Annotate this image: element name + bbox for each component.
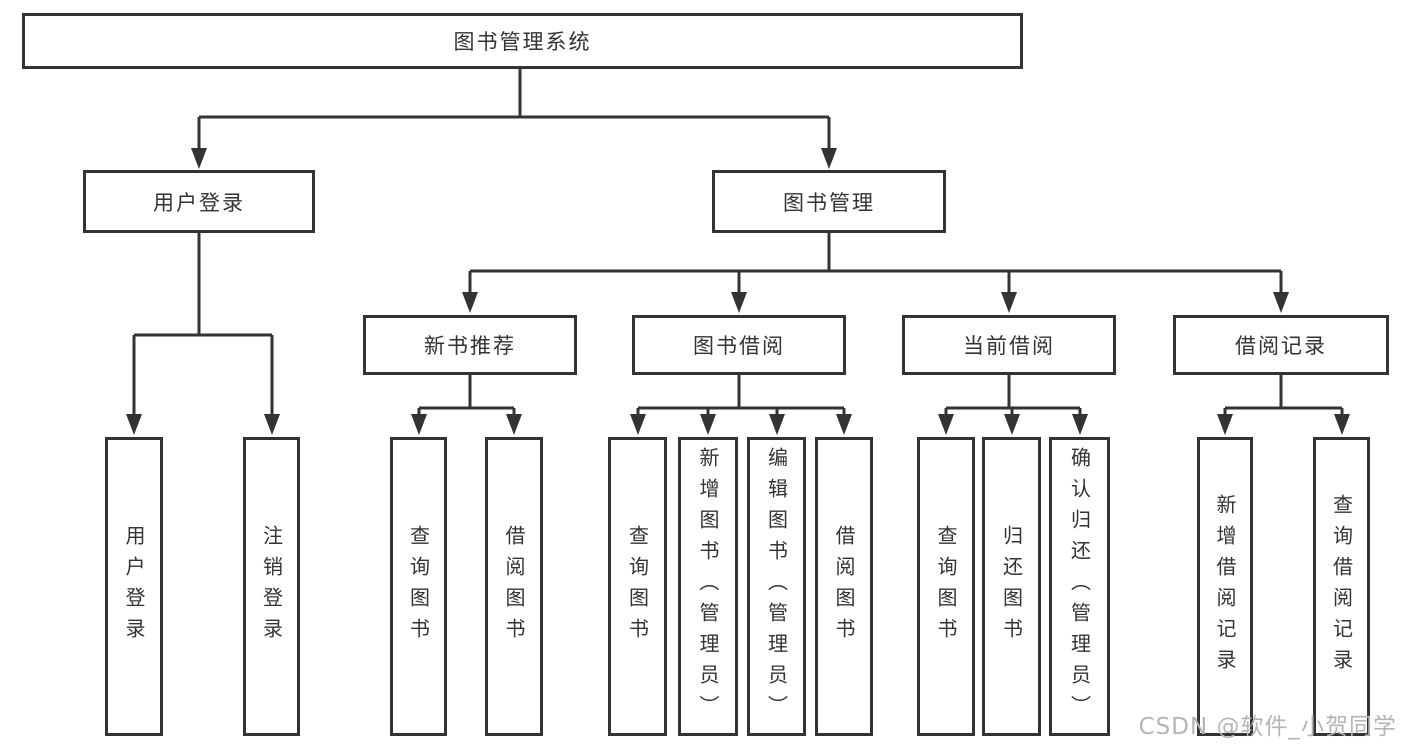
leaf-query-book-2: 查询图书 bbox=[608, 437, 667, 736]
csdn-watermark: CSDN @软件_小贺同学 bbox=[1138, 714, 1397, 740]
leaf-add-book-admin: 新增图书（管理员） bbox=[678, 437, 738, 736]
node-borrow-record: 借阅记录 bbox=[1173, 315, 1389, 375]
node-label: 新增图书（管理员） bbox=[696, 447, 720, 726]
node-label: 新书推荐 bbox=[424, 334, 516, 358]
node-label: 确认归还（管理员） bbox=[1067, 447, 1092, 726]
node-label: 图书管理 bbox=[783, 190, 875, 215]
leaf-logout: 注销登录 bbox=[243, 437, 300, 736]
node-label: 查询图书 bbox=[934, 524, 958, 649]
leaf-borrow-book-2: 借阅图书 bbox=[815, 437, 873, 736]
node-label: 当前借阅 bbox=[963, 334, 1055, 358]
connector-lines bbox=[132, 69, 1344, 414]
node-label: 用户登录 bbox=[153, 190, 245, 215]
node-label: 查询图书 bbox=[625, 524, 650, 649]
node-new-book-recommend: 新书推荐 bbox=[363, 315, 577, 375]
node-label: 归还图书 bbox=[999, 524, 1024, 649]
leaf-return-book: 归还图书 bbox=[982, 437, 1041, 736]
node-label: 借阅图书 bbox=[832, 524, 856, 649]
node-label: 编辑图书（管理员） bbox=[764, 447, 789, 726]
leaf-query-book-3: 查询图书 bbox=[917, 437, 975, 736]
node-label: 图书管理系统 bbox=[453, 30, 592, 54]
node-label: 用户登录 bbox=[122, 524, 146, 649]
leaf-query-book-1: 查询图书 bbox=[390, 437, 447, 736]
leaf-add-borrow-record: 新增借阅记录 bbox=[1197, 437, 1253, 736]
node-user-login: 用户登录 bbox=[83, 170, 315, 233]
node-library-management-system: 图书管理系统 bbox=[22, 13, 1023, 69]
node-current-borrow: 当前借阅 bbox=[902, 315, 1116, 375]
leaf-query-borrow-record: 查询借阅记录 bbox=[1313, 437, 1370, 736]
node-label: 借阅记录 bbox=[1235, 334, 1327, 358]
leaf-user-login: 用户登录 bbox=[105, 437, 163, 736]
node-label: 借阅图书 bbox=[502, 524, 526, 649]
node-label: 注销登录 bbox=[259, 524, 284, 649]
node-label: 查询借阅记录 bbox=[1329, 493, 1354, 680]
node-label: 查询图书 bbox=[406, 524, 431, 649]
node-book-borrow: 图书借阅 bbox=[632, 315, 846, 375]
node-label: 新增借阅记录 bbox=[1213, 493, 1237, 680]
leaf-confirm-return-admin: 确认归还（管理员） bbox=[1049, 437, 1110, 736]
leaf-borrow-book-1: 借阅图书 bbox=[485, 437, 543, 736]
leaf-edit-book-admin: 编辑图书（管理员） bbox=[747, 437, 806, 736]
node-label: 图书借阅 bbox=[693, 334, 785, 358]
node-book-management: 图书管理 bbox=[712, 170, 946, 233]
